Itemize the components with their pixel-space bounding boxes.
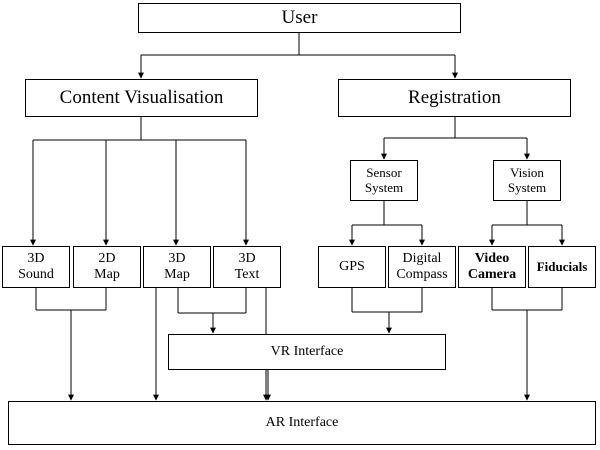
vision-system-label: Vision System (507, 164, 547, 195)
sensor-system-box: Sensor System (350, 160, 418, 201)
content-visualisation-box: Content Visualisation (25, 79, 258, 117)
ar-interface-box: AR Interface (8, 401, 596, 445)
registration-box: Registration (338, 79, 571, 117)
user-label: User (281, 7, 318, 29)
digital-compass-label: Digital Compass (396, 250, 448, 282)
vr-interface-label: VR Interface (270, 343, 344, 359)
content-visualisation-label: Content Visualisation (59, 87, 224, 109)
fiducials-box: Fiducials (528, 246, 596, 288)
vr-interface-box: VR Interface (168, 334, 446, 370)
3d-map-label: 3D Map (164, 250, 190, 282)
gps-box: GPS (318, 246, 386, 288)
fiducials-label: Fiducials (536, 258, 588, 274)
2d-map-label: 2D Map (94, 250, 120, 282)
digital-compass-box: Digital Compass (388, 246, 456, 288)
video-camera-box: Video Camera (458, 246, 526, 288)
3d-map-box: 3D Map (143, 246, 211, 288)
vision-system-box: Vision System (493, 160, 561, 201)
3d-text-label: 3D Text (234, 250, 260, 282)
3d-sound-box: 3D Sound (2, 246, 70, 288)
ar-interface-label: AR Interface (265, 414, 339, 430)
sensor-system-label: Sensor System (364, 164, 404, 195)
2d-map-box: 2D Map (73, 246, 141, 288)
video-camera-label: Video Camera (467, 250, 517, 282)
gps-label: GPS (339, 258, 365, 274)
3d-text-box: 3D Text (213, 246, 281, 288)
registration-label: Registration (408, 87, 501, 109)
user-box: User (138, 3, 461, 33)
3d-sound-label: 3D Sound (18, 250, 54, 282)
